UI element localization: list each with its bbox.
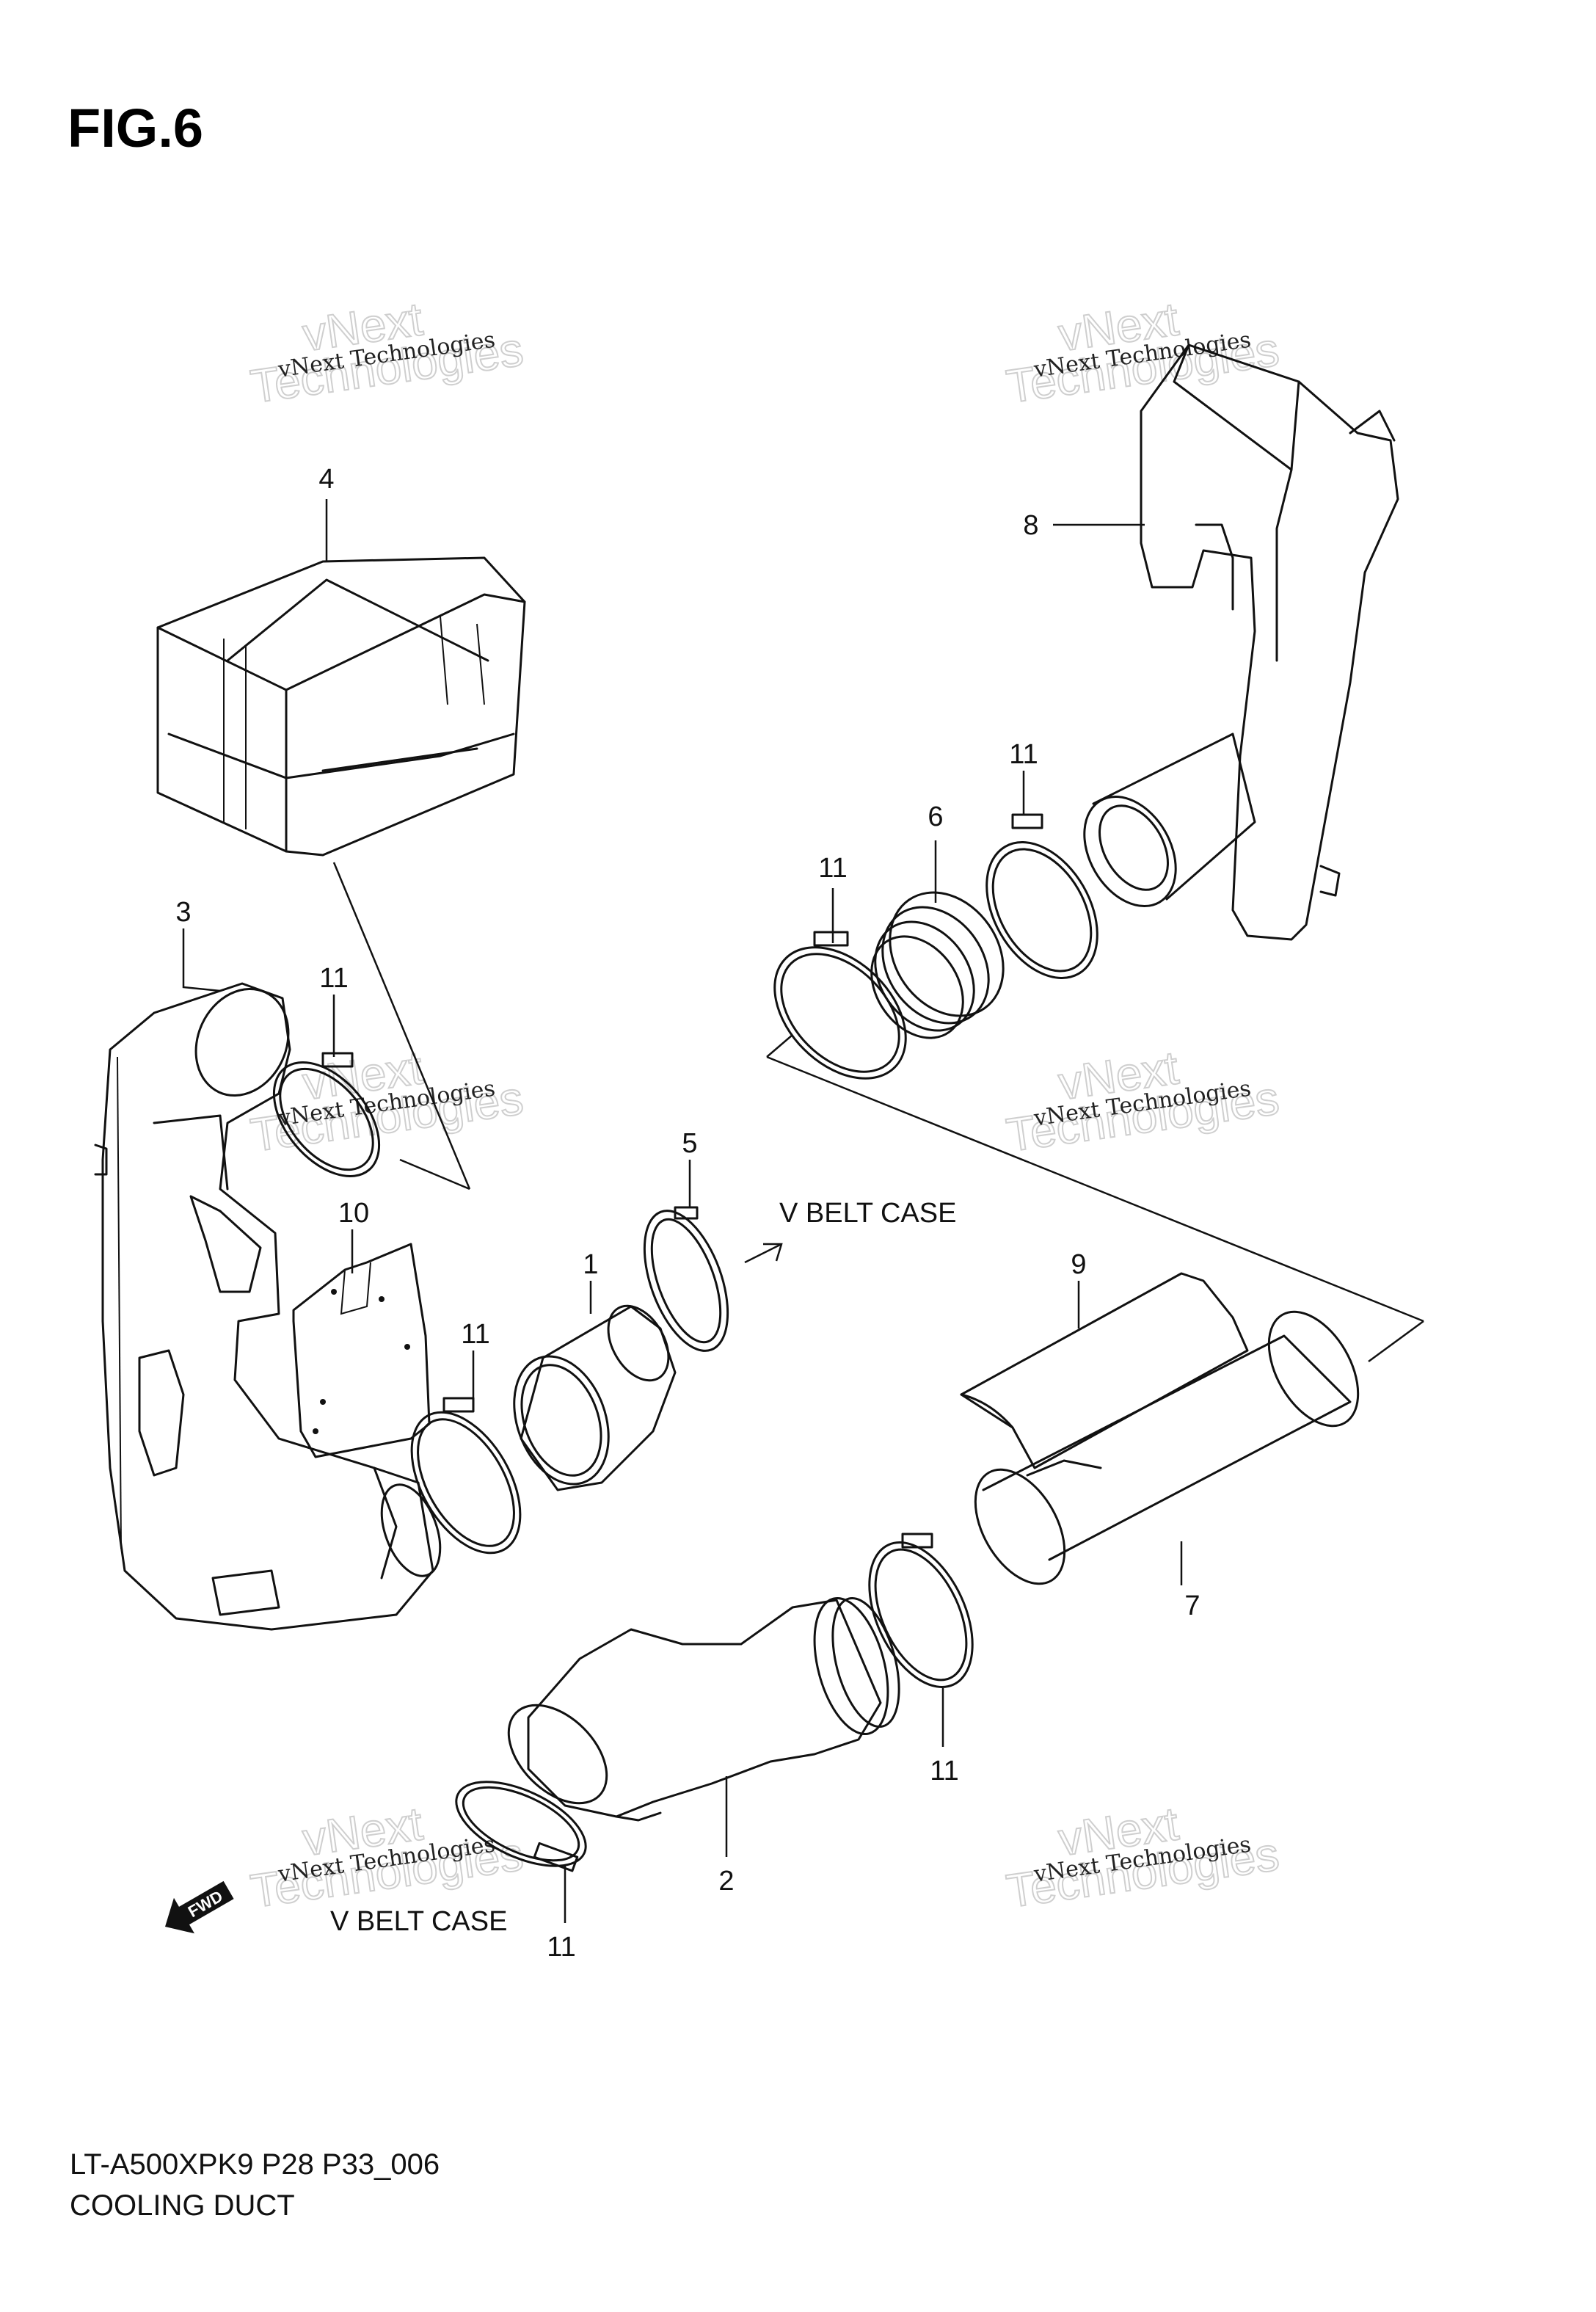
watermark: Technologies vNext vNext Technologies [1002,1040,1283,1163]
clamp-upper-right [985,813,1098,979]
part-8-upper-duct [1083,343,1399,941]
part-label: 8 [1023,510,1038,541]
part-label: 11 [930,1756,958,1786]
clamp-mid-left [410,1397,522,1555]
part-6-connector [870,891,1005,1039]
clamp-upper-left [773,931,907,1080]
part-10-plate [292,1243,431,1458]
part-label: 3 [175,897,191,928]
part-label: 4 [318,464,334,495]
fwd-arrow-icon: FWD [165,1880,234,1934]
part-label: 9 [1071,1249,1086,1280]
v-belt-case-label-lower: V BELT CASE [330,1906,507,1937]
part-label: 1 [583,1249,598,1280]
part-5-gasket [643,1206,729,1352]
part-label: 11 [1009,739,1038,770]
part-label: 11 [547,1932,575,1963]
part-3-left-duct [94,982,442,1631]
clamp-bottom [455,1781,587,1872]
part-labels: 4 8 3 11 11 6 11 10 5 1 11 9 7 11 2 11 [175,464,1200,1963]
part-label: 7 [1184,1591,1200,1621]
part-label: 2 [718,1866,734,1897]
part-label: 6 [928,801,943,832]
watermark: Technologies vNext vNext Technologies [247,291,527,414]
part-1-coupler [513,1304,677,1491]
watermark: Technologies vNext vNext Technologies [1002,1796,1283,1919]
part-label: 10 [338,1198,369,1229]
part-4-cover [156,556,526,857]
part-label: 11 [461,1319,489,1350]
assembly-guide-lines [332,862,1424,1363]
part-9-shield [960,1272,1249,1469]
label-leaders [182,499,1183,1923]
part-label: 5 [682,1128,697,1159]
part-label: 11 [319,963,348,994]
watermark: Technologies vNext vNext Technologies [247,1796,527,1919]
figure-subtitle: COOLING DUCT [70,2189,295,2222]
watermark: Technologies vNext vNext Technologies [247,1040,527,1163]
part-2-bent-hose [507,1596,900,1822]
part-7-tube [974,1310,1360,1585]
v-belt-case-label-upper: V BELT CASE [779,1198,956,1229]
model-code: LT-A500XPK9 P28 P33_006 [70,2148,440,2181]
v-belt-case-arrow [744,1243,783,1264]
part-label: 11 [818,853,847,884]
figure-title: FIG.6 [68,98,203,159]
watermark: Technologies vNext vNext Technologies [1002,291,1283,414]
